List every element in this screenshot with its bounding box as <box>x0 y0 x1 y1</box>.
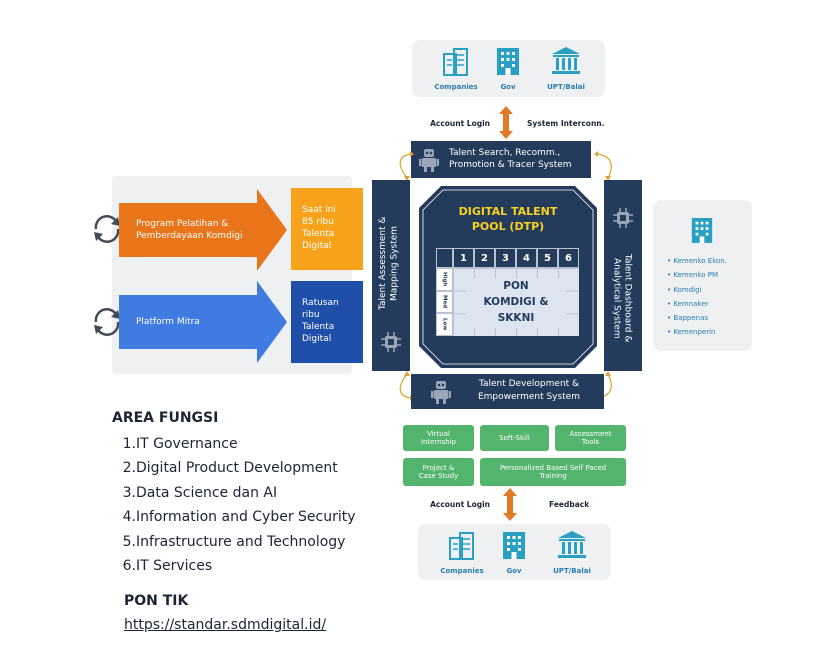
grid-row-med: Med <box>436 291 453 313</box>
result-blue-3: Talenta <box>302 322 335 332</box>
talent-search-box: Talent Search, Recomm., Promotion & Trac… <box>411 141 591 178</box>
list-item: 6.IT Services <box>122 557 213 574</box>
result-orange-2: 85 ribu <box>302 217 334 227</box>
pon-line3: SKKNI <box>497 312 535 324</box>
office-building-icon <box>497 48 519 75</box>
list-item: • Komdigi <box>667 285 702 294</box>
double-arrow-top-icon <box>499 106 513 139</box>
area-fungsi-heading: AREA FUNGSI <box>112 410 219 426</box>
list-item: 5.Infrastructure and Technology <box>122 533 346 550</box>
robot-icon <box>419 149 439 172</box>
talent-assessment-box: Talent Assessment & Mapping System <box>372 180 410 371</box>
talent-search-line2: Promotion & Tracer System <box>449 160 572 170</box>
area-fungsi-list: 1.IT Governance 2.Digital Product Develo… <box>120 432 356 578</box>
green-soft-skill: Soft-Skill <box>480 425 549 451</box>
list-item: • Kemenperin <box>667 328 716 337</box>
grid-corner <box>436 248 453 268</box>
list-item: 3.Data Science dan AI <box>122 484 278 501</box>
talent-assessment-line2: Mapping System <box>389 225 400 301</box>
grid-col-3: 3 <box>495 248 516 268</box>
upt-balai-label: UPT/Balai <box>553 567 591 575</box>
talent-search-line1: Talent Search, Recomm., <box>449 148 561 158</box>
pon-tik-heading: PON TIK <box>124 593 189 609</box>
upt-balai-label: UPT/Balai <box>547 83 585 91</box>
institution-icon <box>552 47 580 74</box>
agency-panel: • Kemenko Ekon. • Kemenko PM • Komdigi •… <box>653 200 752 351</box>
grid-row-low: Low <box>436 313 453 336</box>
result-box-orange: Saat ini 85 ribu Talenta Digital <box>291 188 363 270</box>
result-blue-1: Ratusan <box>302 298 339 308</box>
buildings-icon <box>449 532 474 560</box>
talent-grid: 1 2 3 4 5 6 High Med Low PON KOMDIGI & S… <box>436 248 579 336</box>
feedback-label: Feedback <box>549 500 590 509</box>
account-login-top-label: Account Login <box>430 119 490 128</box>
program-arrow-blue <box>119 281 287 363</box>
pon-tik-link[interactable]: https://standar.sdmdigital.id/ <box>124 617 327 633</box>
green-project-case-study: Project &Case Study <box>403 458 474 486</box>
grid-col-5: 5 <box>537 248 558 268</box>
talent-development-line1: Talent Development & <box>478 379 580 389</box>
list-item: • Kemenko Ekon. <box>667 257 727 265</box>
list-item: 1.IT Governance <box>122 436 238 452</box>
pon-line1: PON <box>503 280 529 292</box>
account-login-bottom-label: Account Login <box>430 500 490 509</box>
list-item: 4.Information and Cyber Security <box>122 509 356 526</box>
gov-label: Gov <box>500 83 516 91</box>
list-item: 2.Digital Product Development <box>122 460 338 477</box>
talent-dashboard-line1: Talent Dashboard & <box>622 253 633 343</box>
companies-label: Companies <box>440 567 484 575</box>
grid-col-6: 6 <box>558 248 579 268</box>
agency-list: • Kemenko Ekon. • Kemenko PM • Komdigi •… <box>667 254 727 340</box>
office-building-icon <box>503 532 525 559</box>
companies-label: Companies <box>434 83 478 91</box>
grid-row-high: High <box>436 268 453 291</box>
talent-development-box: Talent Development & Empowerment System <box>411 374 604 409</box>
robot-icon <box>431 381 451 404</box>
institution-icon <box>558 531 586 558</box>
talent-dashboard-line2: Analytical System <box>611 257 622 339</box>
result-orange-1: Saat ini <box>302 205 336 215</box>
pon-overlay <box>466 278 566 328</box>
program-orange-line2: Pemberdayaan Komdigi <box>136 231 243 241</box>
pon-line2: KOMDIGI & <box>483 296 549 308</box>
list-item: • Kemnaker <box>667 299 709 308</box>
talent-dashboard-label: Talent Dashboard & Analytical System <box>610 232 633 364</box>
talent-development-line2: Empowerment System <box>477 392 581 402</box>
gov-label: Gov <box>506 567 522 575</box>
refresh-icon <box>94 308 120 336</box>
list-item: • Bappenas <box>667 314 709 323</box>
ai-chip-icon <box>381 332 401 352</box>
refresh-icon <box>94 215 120 243</box>
program-blue-line1: Platform Mitra <box>136 317 200 327</box>
ai-chip-icon <box>613 208 633 228</box>
result-orange-3: Talenta <box>302 229 335 239</box>
program-orange-line1: Program Pelatihan & <box>136 219 229 229</box>
list-item: • Kemenko PM <box>667 271 719 280</box>
result-box-blue: Ratusan ribu Talenta Digital <box>291 281 363 363</box>
double-arrow-bottom-icon <box>503 488 517 521</box>
program-arrow-orange <box>119 189 287 271</box>
talent-dashboard-box: Talent Dashboard & Analytical System <box>604 180 642 371</box>
grid-col-2: 2 <box>474 248 495 268</box>
grid-col-1: 1 <box>453 248 474 268</box>
office-building-icon <box>691 218 713 243</box>
talent-assessment-line1: Talent Assessment & <box>378 216 388 310</box>
dtp-title-line1: DIGITAL TALENT <box>458 205 558 218</box>
dtp-title-line2: POOL (DTP) <box>471 220 545 233</box>
bottom-stakeholder-panel: Companies Gov UPT/Balai <box>418 524 611 580</box>
result-blue-2: ribu <box>302 310 320 320</box>
result-orange-4: Digital <box>302 241 332 251</box>
result-blue-4: Digital <box>302 334 332 344</box>
buildings-icon <box>443 48 468 76</box>
top-stakeholder-panel: Companies Gov UPT/Balai <box>412 40 605 97</box>
system-interconn-label: System Interconn. <box>527 119 605 128</box>
talent-assessment-label: Talent Assessment & Mapping System <box>378 198 401 328</box>
grid-col-4: 4 <box>516 248 537 268</box>
